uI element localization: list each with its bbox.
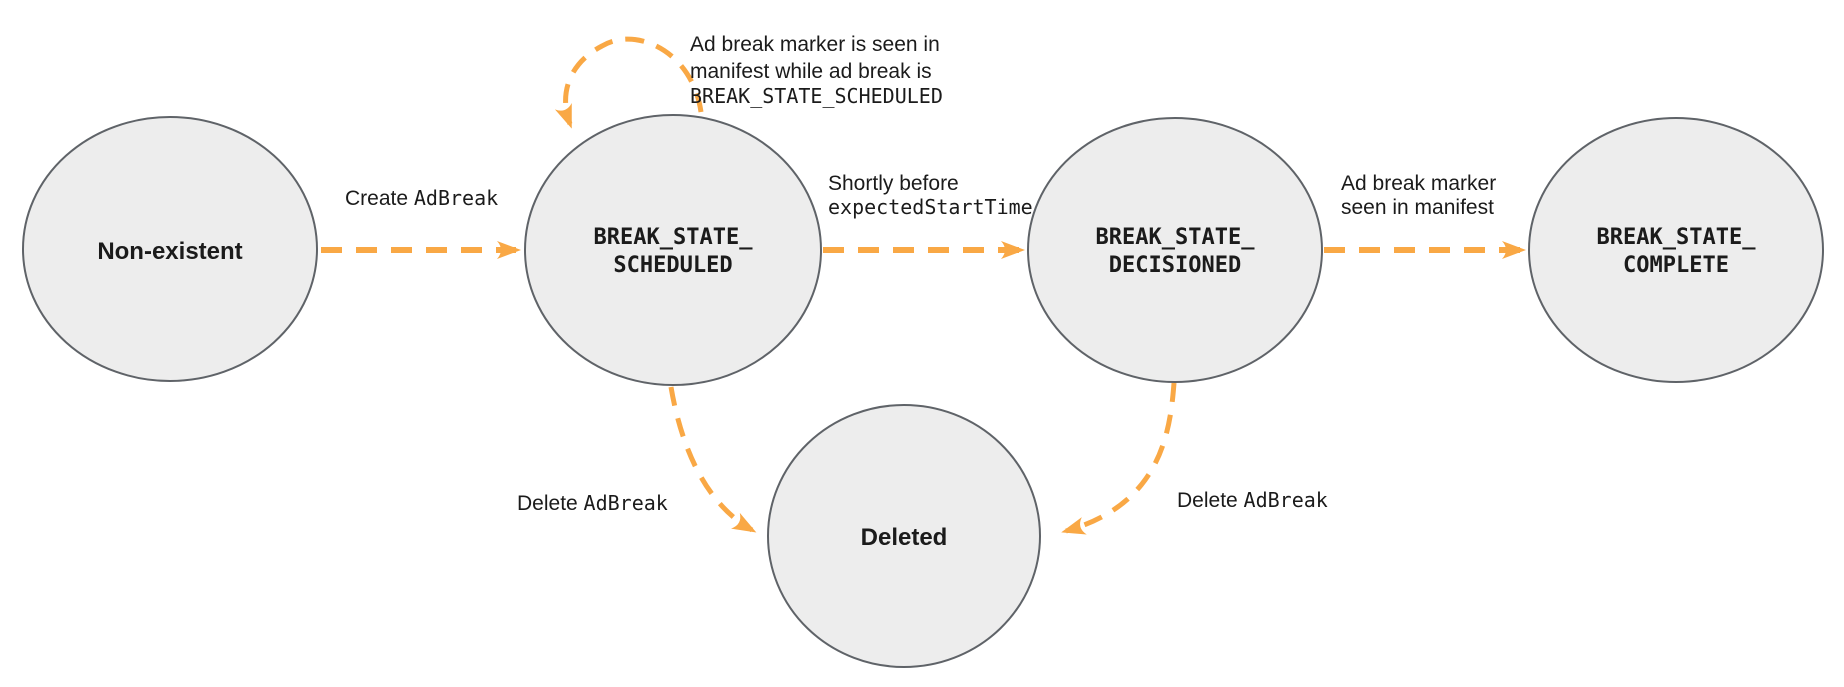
- transition-label-before-start: Shortly before expectedStartTime: [828, 172, 1033, 219]
- state-label-non-existent: Non-existent: [97, 238, 242, 265]
- state-circle-complete: [1528, 117, 1824, 383]
- state-label-scheduled-line1: BREAK_STATE_: [594, 225, 754, 250]
- state-label-complete-line1: BREAK_STATE_: [1597, 225, 1757, 250]
- state-label-complete-line2: COMPLETE: [1623, 253, 1729, 278]
- self-loop-label-line3: BREAK_STATE_SCHEDULED: [690, 84, 943, 108]
- before-start-label-line1: Shortly before: [828, 172, 959, 195]
- state-label-deleted: Deleted: [861, 524, 948, 551]
- before-start-label-line2: expectedStartTime: [828, 195, 1033, 219]
- state-break-state-scheduled: BREAK_STATE_ SCHEDULED: [524, 114, 822, 386]
- self-loop-label-line1: Ad break marker is seen in: [690, 33, 940, 56]
- marker-seen-label-line1: Ad break marker: [1341, 172, 1496, 195]
- state-label-decisioned-line1: BREAK_STATE_: [1096, 225, 1256, 250]
- state-label-scheduled-line2: SCHEDULED: [613, 253, 732, 278]
- self-loop-label-line2: manifest while ad break is: [690, 60, 932, 83]
- state-non-existent: Non-existent: [22, 116, 318, 382]
- transition-label-delete-from-scheduled: Delete AdBreak: [517, 491, 668, 515]
- state-circle-scheduled: [524, 114, 822, 386]
- state-circle-decisioned: [1027, 117, 1323, 383]
- transition-label-create: Create AdBreak: [345, 186, 498, 210]
- transition-arrow-delete-from-decisioned: [1061, 382, 1177, 535]
- state-deleted: Deleted: [767, 404, 1041, 668]
- transition-label-delete-from-decisioned: Delete AdBreak: [1177, 488, 1328, 512]
- state-circle-non-existent: [22, 116, 318, 382]
- transition-arrow-self-loop: [554, 36, 704, 129]
- transition-label-marker-seen: Ad break marker seen in manifest: [1341, 172, 1496, 219]
- transition-label-self-loop: Ad break marker is seen in manifest whil…: [690, 33, 943, 108]
- state-break-state-decisioned: BREAK_STATE_ DECISIONED: [1027, 117, 1323, 383]
- state-label-decisioned-line2: DECISIONED: [1109, 253, 1241, 278]
- marker-seen-label-line2: seen in manifest: [1341, 196, 1494, 219]
- state-circle-deleted: [767, 404, 1041, 668]
- transition-arrow-delete-from-scheduled: [668, 386, 757, 533]
- state-break-state-complete: BREAK_STATE_ COMPLETE: [1528, 117, 1824, 383]
